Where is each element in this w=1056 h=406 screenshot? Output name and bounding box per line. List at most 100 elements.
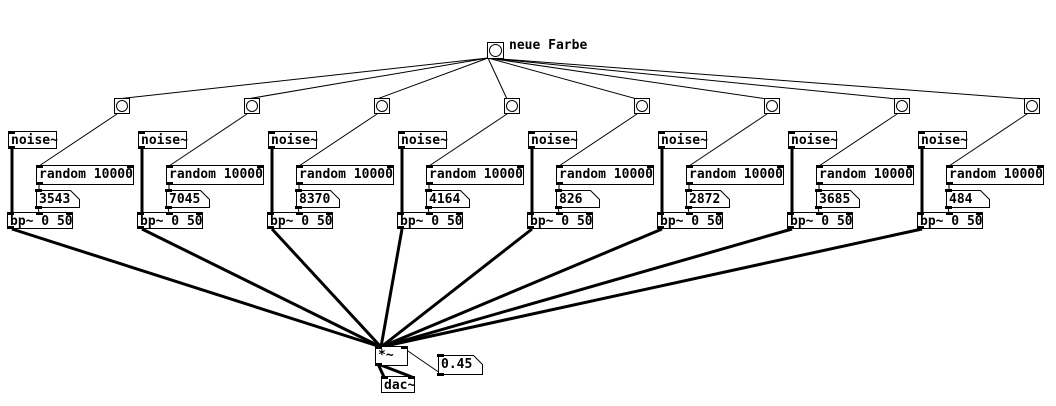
random-object[interactable]: random 10000 [816,165,914,185]
outlet [267,226,274,229]
object-text: random 10000 [559,167,653,182]
number-box[interactable]: 826 [555,189,600,209]
number-box[interactable]: 7045 [165,189,210,209]
outlet [398,146,405,149]
noise-object[interactable]: noise~ [788,131,838,149]
outlet [556,182,563,185]
object-text: bp~ 0 50 [10,214,73,229]
object-text: bp~ 0 50 [660,214,723,229]
inlet-right [777,165,784,168]
object-text: bp~ 0 50 [790,214,853,229]
inlet-right [127,165,134,168]
bang-button[interactable] [1024,98,1040,114]
bandpass-object[interactable]: bp~ 0 50 [527,212,593,229]
bandpass-object[interactable]: bp~ 0 50 [657,212,723,229]
noise-object[interactable]: noise~ [918,131,968,149]
bang-button[interactable] [244,98,260,114]
bang-circle-icon [506,100,518,112]
random-object[interactable]: random 10000 [166,165,264,185]
inlet-left [398,131,405,134]
outlet [165,206,172,209]
inlet-right [66,212,73,215]
random-object[interactable]: random 10000 [686,165,784,185]
patch-cord [11,227,382,349]
inlet-middle [426,212,433,215]
noise-object[interactable]: noise~ [658,131,708,149]
random-object[interactable]: random 10000 [36,165,134,185]
voice-column: noise~ random 10000 826 bp~ 0 50 [527,98,658,230]
dac-object[interactable]: dac~ [381,376,415,393]
number-value: 484 [949,192,973,207]
inlet-middle [946,212,953,215]
bandpass-object[interactable]: bp~ 0 50 [267,212,333,229]
inlet-right [907,165,914,168]
bang-button[interactable] [504,98,520,114]
bang-circle-icon [489,44,502,57]
noise-object[interactable]: noise~ [8,131,58,149]
inlet-left [917,212,924,215]
patch-cord [380,227,793,349]
patch-cord [379,228,404,348]
bang-button[interactable] [374,98,390,114]
number-box-shape [946,190,990,208]
random-object[interactable]: random 10000 [556,165,654,185]
bandpass-object[interactable]: bp~ 0 50 [7,212,73,229]
bandpass-object[interactable]: bp~ 0 50 [787,212,853,229]
inlet-left [36,165,43,168]
number-box[interactable]: 3685 [815,189,860,209]
bang-button[interactable] [894,98,910,114]
bandpass-object[interactable]: bp~ 0 50 [397,212,463,229]
gain-number-box[interactable]: 0.45 [437,354,483,376]
bang-button[interactable] [114,98,130,114]
outlet [137,226,144,229]
bang-button[interactable] [634,98,650,114]
number-box[interactable]: 8370 [295,189,340,209]
object-text: noise~ [401,133,448,148]
inlet-middle [36,212,43,215]
inlet-left [165,189,172,192]
noise-object[interactable]: noise~ [528,131,578,149]
outlet [166,182,173,185]
inlet-left [138,131,145,134]
random-object[interactable]: random 10000 [296,165,394,185]
number-box-shape [426,190,470,208]
number-value: 0.45 [441,357,473,372]
master-bang-button[interactable] [487,42,504,59]
outlet [268,146,275,149]
random-object[interactable]: random 10000 [946,165,1044,185]
inlet-right [196,212,203,215]
number-box-shape [166,190,210,208]
random-object[interactable]: random 10000 [426,165,524,185]
bandpass-object[interactable]: bp~ 0 50 [137,212,203,229]
number-box[interactable]: 4164 [425,189,470,209]
bang-circle-icon [766,100,778,112]
outlet [555,206,562,209]
inlet-left [296,165,303,168]
inlet-left [815,189,822,192]
number-box-shape [556,190,600,208]
number-box-shape [438,355,483,375]
outlet [425,206,432,209]
voice-column: noise~ random 10000 3685 bp~ 0 50 [787,98,918,230]
bandpass-object[interactable]: bp~ 0 50 [917,212,983,229]
noise-object[interactable]: noise~ [398,131,448,149]
inlet-left [787,212,794,215]
object-text: noise~ [141,133,188,148]
inlet-left [686,165,693,168]
object-text: dac~ [384,378,416,393]
number-box-shape [36,190,80,208]
number-box[interactable]: 484 [945,189,990,209]
object-text: noise~ [11,133,58,148]
voice-column: noise~ random 10000 2872 bp~ 0 50 [657,98,788,230]
inlet-left [137,212,144,215]
inlet-middle [296,212,303,215]
noise-object[interactable]: noise~ [268,131,318,149]
number-box[interactable]: 3543 [35,189,80,209]
bang-button[interactable] [764,98,780,114]
patch-cord [404,348,441,374]
number-box[interactable]: 2872 [685,189,730,209]
inlet-right [387,165,394,168]
multiply-object[interactable]: *~ [375,346,408,366]
inlet-middle [166,212,173,215]
noise-object[interactable]: noise~ [138,131,188,149]
